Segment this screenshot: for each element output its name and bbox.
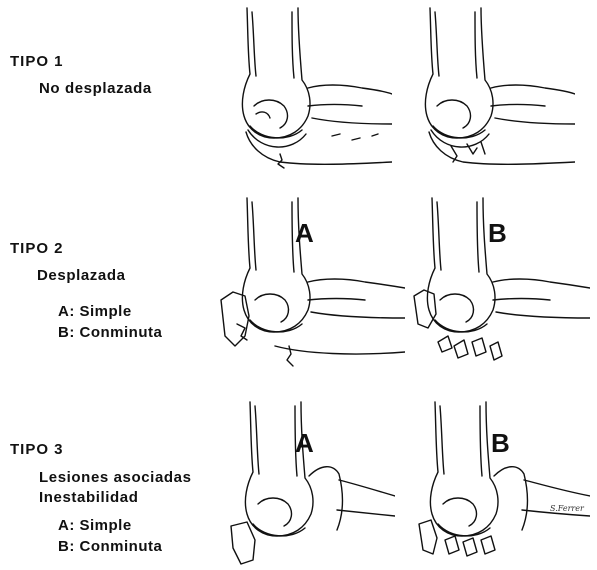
tipo-3-option-b: B: Conminuta [58, 538, 162, 555]
elbow-illustration-tipo-2-b: B [410, 196, 590, 381]
tipo-2-option-b: B: Conminuta [58, 324, 162, 341]
tipo-3-panel-b-letter: B [491, 428, 510, 459]
tipo-3-description-1: Lesiones asociadas [39, 469, 192, 486]
tipo-3-description-2: Inestabilidad [39, 489, 139, 506]
tipo-1-label: TIPO 1 [10, 53, 64, 70]
tipo-2-panel-b-letter: B [488, 218, 507, 249]
elbow-illustration-tipo-1-right [415, 6, 575, 181]
tipo-3-option-a: A: Simple [58, 517, 132, 534]
tipo-2-label: TIPO 2 [10, 240, 64, 257]
tipo-2-description: Desplazada [37, 267, 126, 284]
elbow-illustration-tipo-1-left [232, 6, 392, 181]
tipo-3-label: TIPO 3 [10, 441, 64, 458]
tipo-3-panel-a-letter: A [295, 428, 314, 459]
artist-signature: S.Ferrer [550, 504, 584, 513]
elbow-illustration-tipo-2-a: A [215, 196, 405, 381]
tipo-1-description: No desplazada [39, 80, 152, 97]
tipo-2-panel-a-letter: A [295, 218, 314, 249]
tipo-2-option-a: A: Simple [58, 303, 132, 320]
elbow-illustration-tipo-3-a: A [225, 400, 395, 570]
elbow-illustration-tipo-3-b: B S.Ferrer [415, 400, 590, 570]
